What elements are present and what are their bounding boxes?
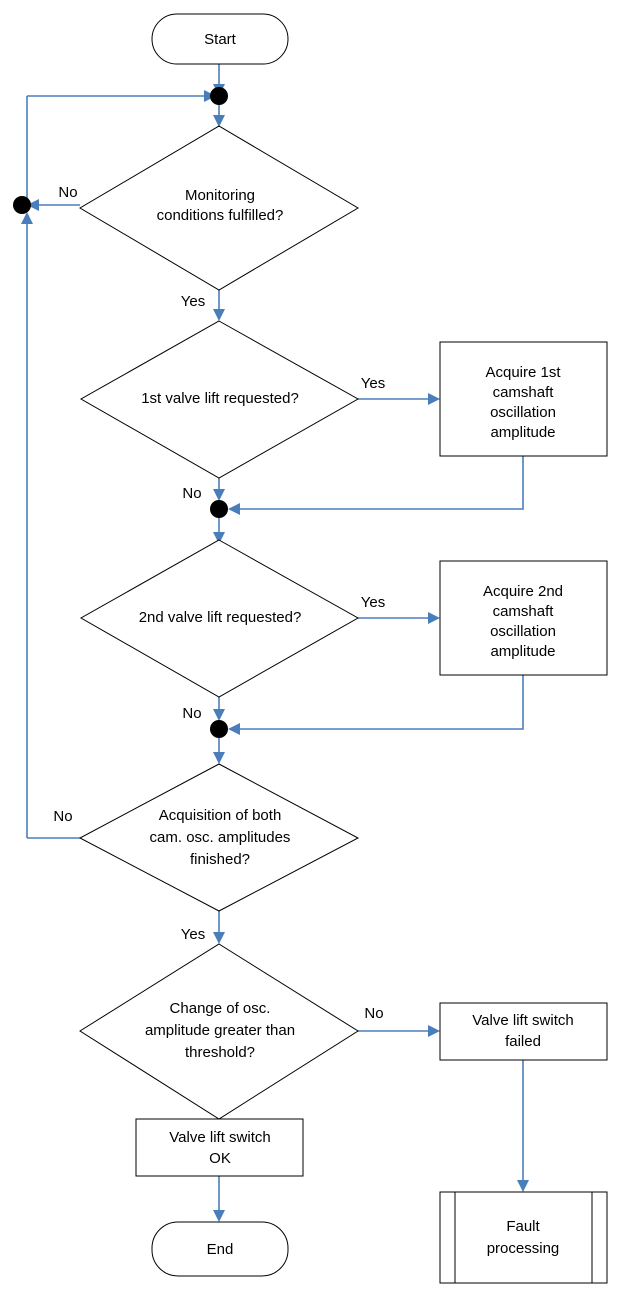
arrowhead-lift1-yes-to-acquire1 — [428, 393, 440, 405]
node-acquire2 — [439, 560, 608, 676]
junction-dot-a — [210, 87, 228, 105]
junction-dot-b — [13, 196, 31, 214]
node-finished-label-line2: cam. osc. amplitudes — [150, 829, 291, 846]
junction-dot-d — [210, 720, 228, 738]
edge-acquire2-to-junction-d — [238, 675, 524, 730]
node-start-label: Start — [204, 31, 237, 48]
edge-label-lift1-yes: Yes — [361, 375, 385, 392]
node-acquisition-finished-decision — [78, 763, 360, 912]
node-acquire1-label-line4: amplitude — [490, 424, 555, 441]
arrowhead-monitoring-no-to-junction-b — [27, 199, 39, 211]
node-end-label: End — [207, 1241, 234, 1258]
edge-label-monitoring-no: No — [58, 184, 77, 201]
arrowhead-lift2-no-to-junction-d — [213, 709, 225, 721]
node-valve-lift-switch-ok — [135, 1118, 304, 1177]
edge-label-threshold-no: No — [364, 1005, 383, 1022]
node-ok-label-line1: Valve lift switch — [169, 1129, 270, 1146]
node-fault-processing — [439, 1191, 608, 1284]
edge-label-lift1-no: No — [182, 485, 201, 502]
node-failed-label-line2: failed — [505, 1033, 541, 1050]
node-finished-label-line3: finished? — [190, 851, 250, 868]
node-finished-label-line1: Acquisition of both — [159, 807, 282, 824]
node-fault-label-line2: processing — [487, 1240, 560, 1257]
arrowhead-threshold-no-to-failed — [428, 1025, 440, 1037]
node-monitoring-label-line1: Monitoring — [185, 187, 255, 204]
node-acquire2-label-line4: amplitude — [490, 643, 555, 660]
arrowhead-junction-d-to-finished — [213, 752, 225, 764]
node-valve-lift-switch-failed — [439, 1002, 608, 1061]
node-end — [151, 1221, 289, 1277]
node-acquire2-label-line2: camshaft — [493, 603, 555, 620]
node-acquire1 — [439, 341, 608, 457]
node-lift2-decision — [79, 539, 360, 698]
node-acquire1-label-line2: camshaft — [493, 384, 555, 401]
node-lift2-label: 2nd valve lift requested? — [139, 609, 302, 626]
edge-acquire1-to-junction-c — [238, 456, 524, 510]
node-acquire1-label-line3: oscillation — [490, 404, 556, 421]
node-lift1-label: 1st valve lift requested? — [141, 390, 299, 407]
node-failed-label-line1: Valve lift switch — [472, 1012, 573, 1029]
arrowhead-monitoring-yes-to-lift1 — [213, 309, 225, 321]
node-acquire1-label-line1: Acquire 1st — [485, 364, 561, 381]
edge-label-finished-yes: Yes — [181, 926, 205, 943]
node-threshold-label-line2: amplitude greater than — [145, 1022, 295, 1039]
arrowhead-left-rail-to-junction-b — [21, 212, 33, 224]
node-start — [151, 13, 289, 65]
node-monitoring-conditions — [79, 125, 359, 291]
node-fault-label-line1: Fault — [506, 1218, 540, 1235]
edge-label-monitoring-yes: Yes — [181, 293, 205, 310]
arrowhead-failed-to-fault-processing — [517, 1180, 529, 1192]
arrowhead-lift1-no-to-junction-c — [213, 489, 225, 501]
arrowhead-junction-c-to-lift2 — [213, 532, 225, 544]
edge-label-lift2-no: No — [182, 705, 201, 722]
node-ok-label-line2: OK — [209, 1150, 231, 1167]
arrowhead-acquire1-to-junction-c — [228, 503, 240, 515]
arrowhead-lift2-yes-to-acquire2 — [428, 612, 440, 624]
arrowhead-finished-yes-to-threshold — [213, 932, 225, 944]
arrowhead-acquire2-to-junction-d — [228, 723, 240, 735]
junction-dot-c — [210, 500, 228, 518]
node-lift1-decision — [79, 320, 360, 479]
node-threshold-label-line1: Change of osc. — [170, 1000, 271, 1017]
edge-label-lift2-yes: Yes — [361, 594, 385, 611]
node-acquire2-label-line1: Acquire 2nd — [483, 583, 563, 600]
arrowhead-junction-a-to-monitoring — [213, 115, 225, 127]
node-threshold-label-line3: threshold? — [185, 1044, 255, 1061]
edge-label-finished-no: No — [53, 808, 72, 825]
node-acquire2-label-line3: oscillation — [490, 623, 556, 640]
node-monitoring-label-line2: conditions fulfilled? — [157, 207, 284, 224]
arrowhead-ok-to-end — [213, 1210, 225, 1222]
